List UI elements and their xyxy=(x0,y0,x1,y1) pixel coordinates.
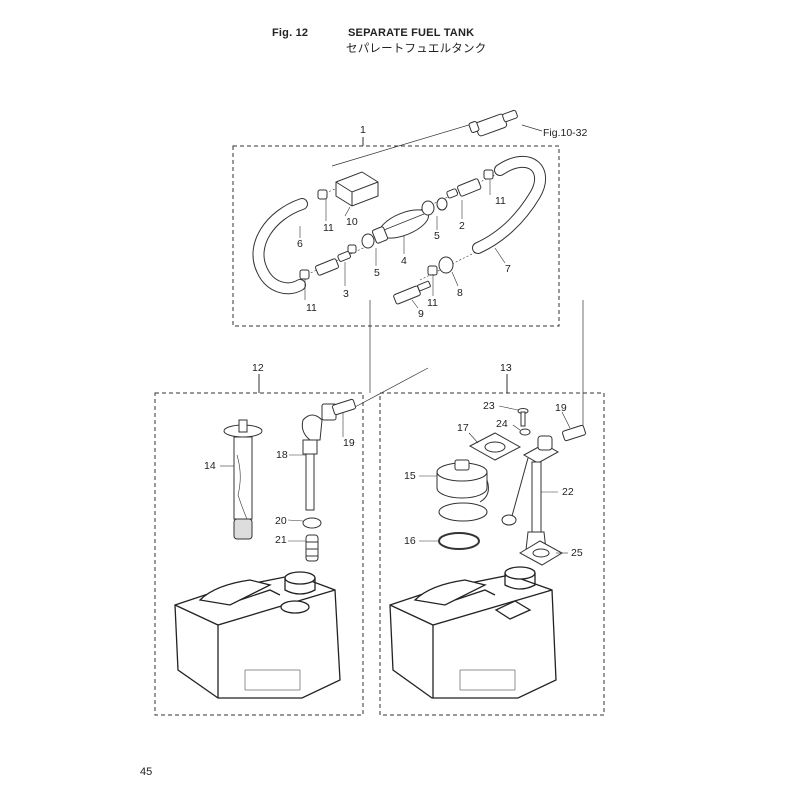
callout-5: 5 xyxy=(434,230,440,242)
clip-icon xyxy=(427,265,438,276)
callout-19: 19 xyxy=(343,437,355,449)
bolt-icon xyxy=(517,408,529,427)
callout-12: 12 xyxy=(252,362,264,374)
strainer-icon xyxy=(305,534,319,562)
callout-3: 3 xyxy=(343,288,349,300)
fuel-tank-right-icon xyxy=(389,566,557,699)
fuel-meter-assembly-icon xyxy=(501,435,560,551)
callout-10: 10 xyxy=(346,216,358,228)
clip-icon xyxy=(299,269,310,280)
fuel-gauge-icon xyxy=(223,419,263,540)
connector-block-icon xyxy=(335,171,379,207)
adapter-icon xyxy=(315,258,339,276)
callout-11: 11 xyxy=(495,195,506,207)
callout-21: 21 xyxy=(275,534,287,546)
figure-title: SEPARATE FUEL TANK xyxy=(348,27,475,39)
fuel-cap-icon xyxy=(436,459,489,503)
fuel-tank-left-icon xyxy=(174,571,341,699)
ring-icon xyxy=(436,197,448,211)
adapter-icon xyxy=(457,178,482,197)
callout-4: 4 xyxy=(401,255,407,267)
callout-11: 11 xyxy=(306,302,317,314)
washer-icon xyxy=(519,428,531,436)
callout-11: 11 xyxy=(323,222,334,234)
clip-icon xyxy=(317,189,328,200)
callout-18: 18 xyxy=(276,449,288,461)
fuel-pickup-tube-icon xyxy=(301,403,337,511)
connector-19-right-icon xyxy=(562,424,586,442)
connector-9-icon xyxy=(393,285,421,305)
callout-20: 20 xyxy=(275,515,287,527)
callout-2: 2 xyxy=(459,220,465,232)
callout-8: 8 xyxy=(457,287,463,299)
callout-13: 13 xyxy=(500,362,512,374)
adapter-icon xyxy=(337,251,351,262)
callout-11: 11 xyxy=(427,297,438,309)
figure-title-japanese: セパレートフュエルタンク xyxy=(346,43,487,55)
cap-gasket-icon xyxy=(438,502,488,522)
callout-25: 25 xyxy=(571,547,583,559)
callout-23: 23 xyxy=(483,400,495,412)
figure-number: Fig. 12 xyxy=(272,27,309,39)
callout-16: 16 xyxy=(404,535,416,547)
ring-icon xyxy=(421,200,435,216)
callout-9: 9 xyxy=(418,308,424,320)
callout-14: 14 xyxy=(204,460,216,472)
ring-icon xyxy=(438,256,454,274)
tank-assembly-13-box xyxy=(379,392,605,716)
callout-6: 6 xyxy=(297,238,303,250)
callout-5: 5 xyxy=(374,267,380,279)
fig-reference-label: Fig.10-32 xyxy=(543,127,588,139)
engine-connector-icon xyxy=(468,109,518,137)
ring-icon xyxy=(361,233,375,249)
fuel-line-assembly-box xyxy=(232,145,560,327)
clip-icon xyxy=(483,169,494,180)
page-number: 45 xyxy=(140,766,153,778)
connector-19-icon xyxy=(332,398,356,416)
callout-22: 22 xyxy=(562,486,574,498)
callout-1: 1 xyxy=(360,124,366,136)
adapter-icon xyxy=(446,188,459,199)
callout-17: 17 xyxy=(457,422,469,434)
callout-7: 7 xyxy=(505,263,511,275)
tank-assembly-12-box xyxy=(154,392,364,716)
callout-19: 19 xyxy=(555,402,567,414)
retaining-ring-icon xyxy=(438,532,480,550)
o-ring-icon xyxy=(302,517,322,529)
callout-24: 24 xyxy=(496,418,508,430)
clip-icon xyxy=(347,244,357,254)
callout-15: 15 xyxy=(404,470,416,482)
